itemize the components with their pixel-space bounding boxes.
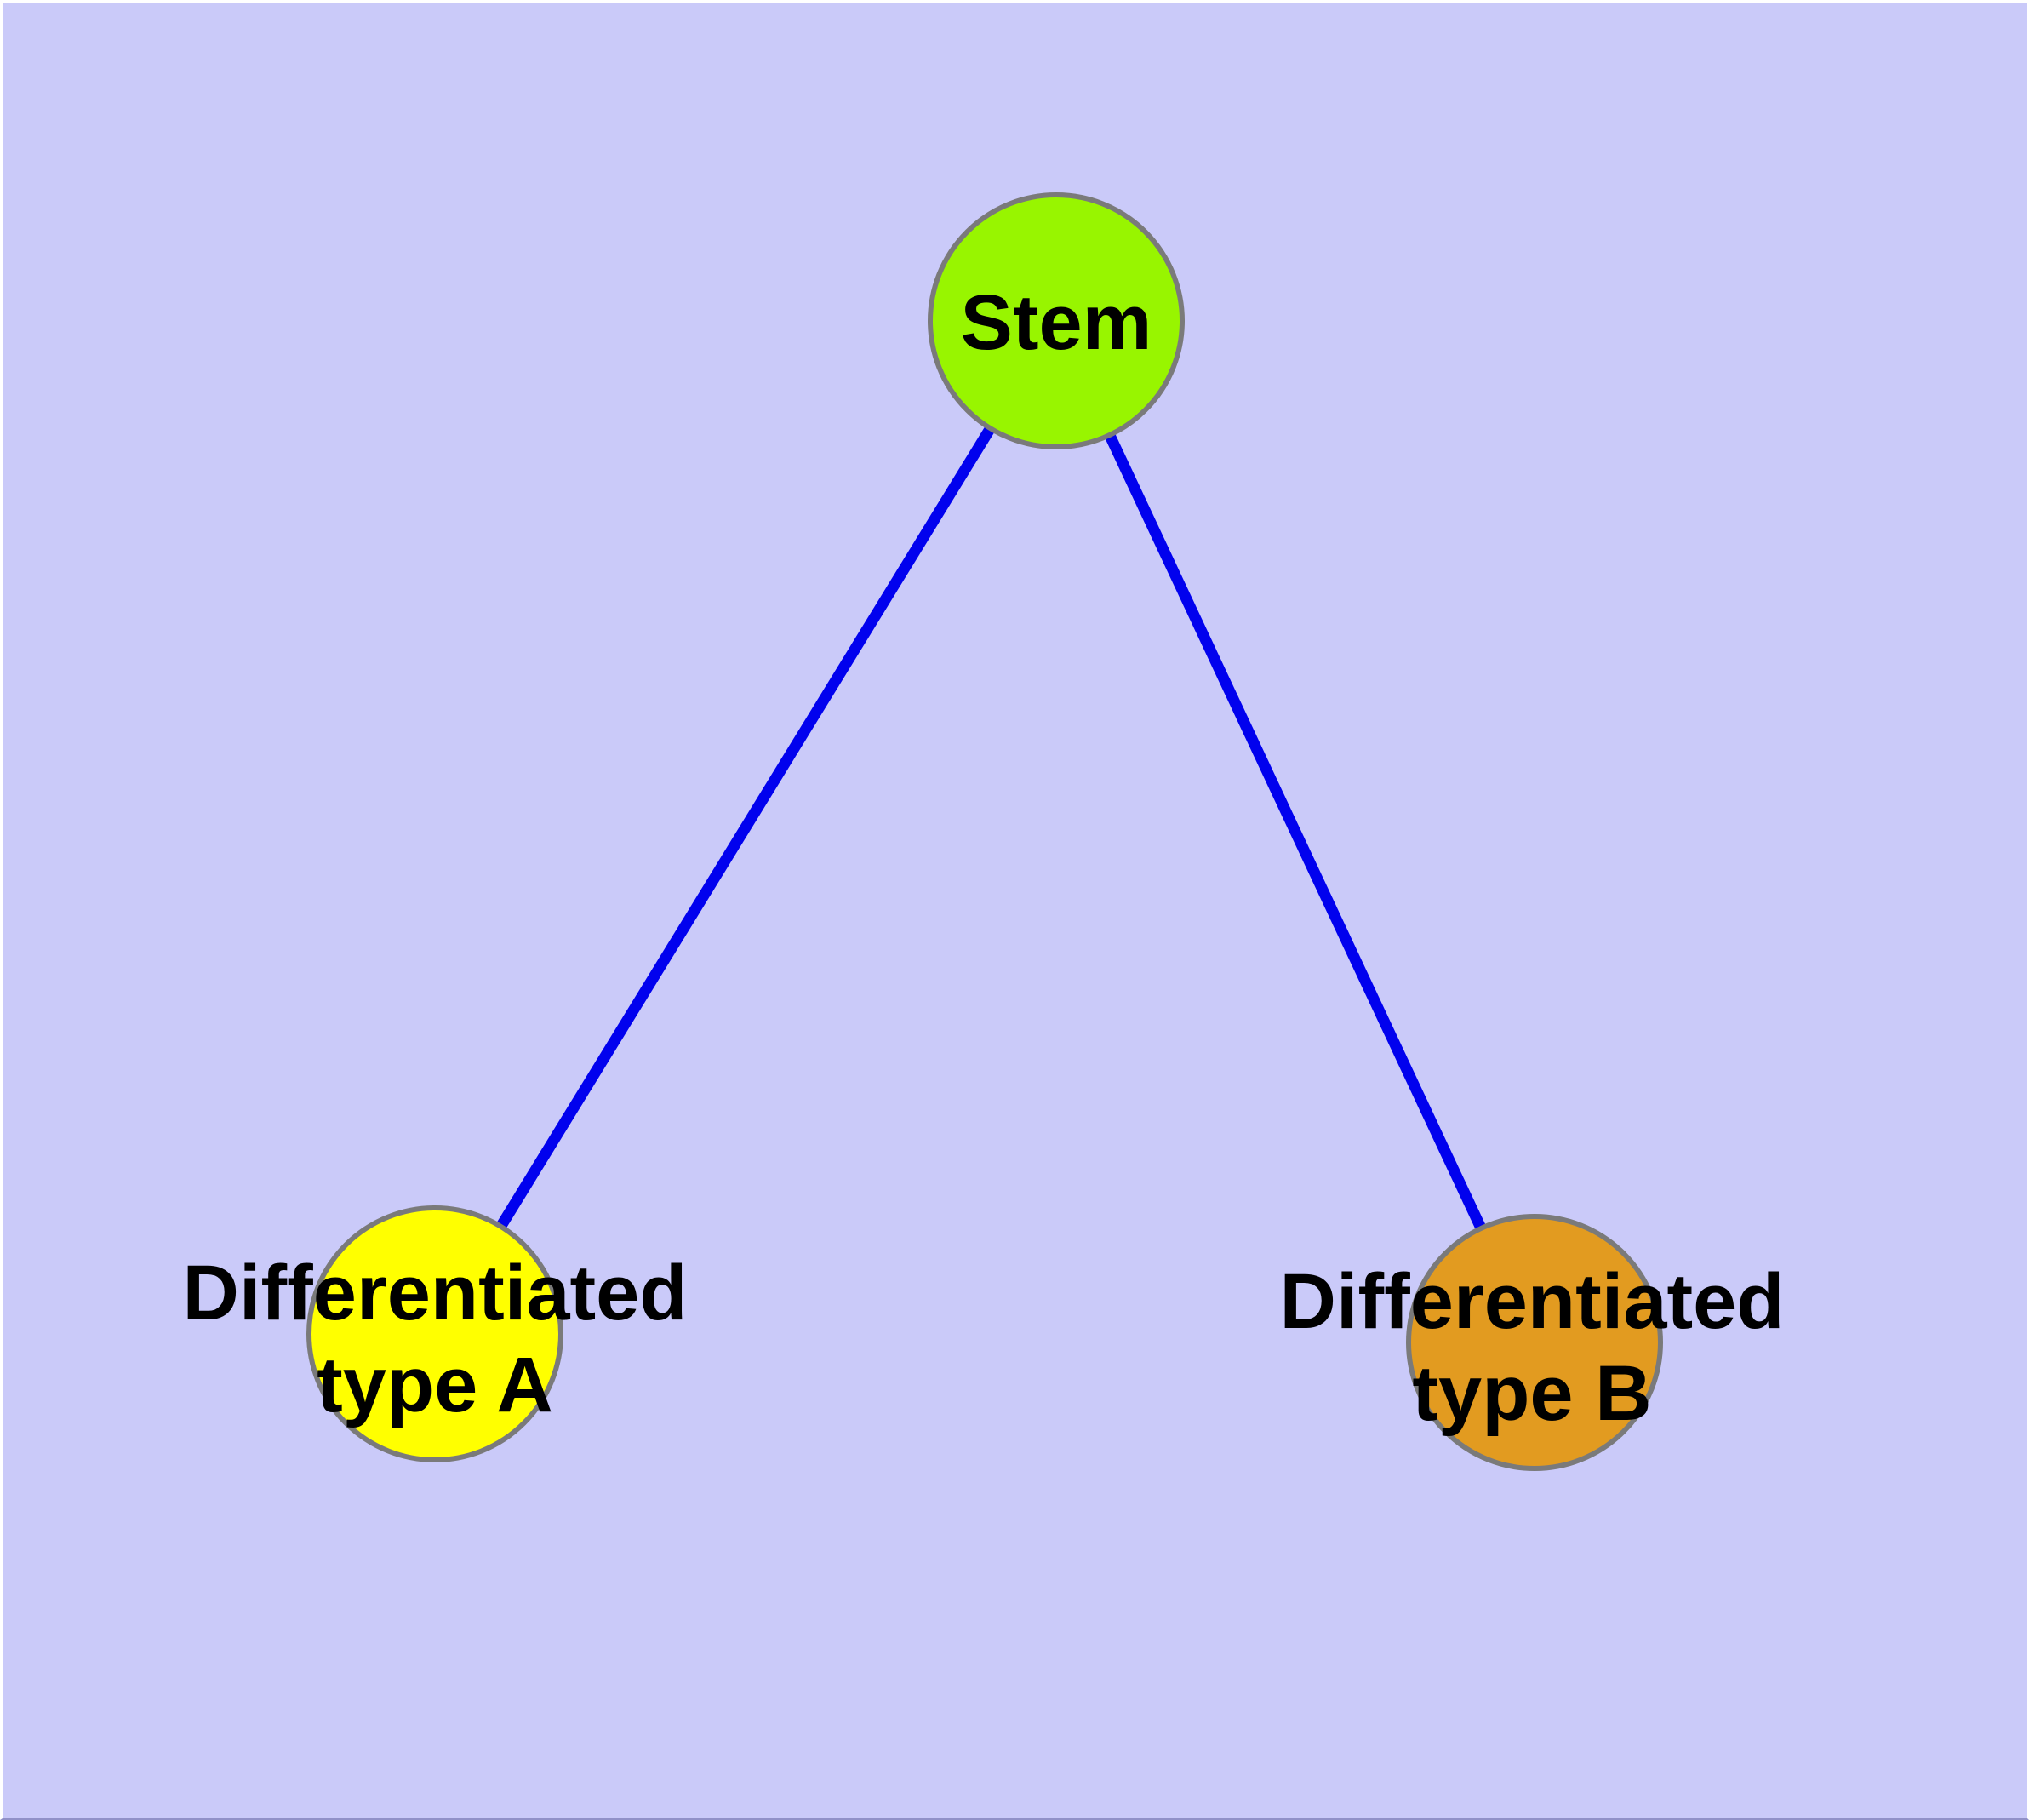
edge-stem-to-type-a [430, 318, 1061, 1337]
node-differentiated-type-b-label-line1: Differentiated [1280, 1258, 1785, 1345]
node-differentiated-type-a-label-line1: Differentiated [183, 1250, 688, 1336]
node-differentiated-type-b-label-line2: type B [1412, 1350, 1651, 1437]
node-differentiated-type-a-label-line2: type A [317, 1342, 553, 1428]
node-differentiated-type-a [306, 1205, 563, 1462]
node-differentiated-type-b [1406, 1214, 1663, 1471]
edge-stem-to-type-b [1051, 318, 1540, 1345]
node-stem [928, 192, 1185, 449]
node-stem-label: Stem [961, 279, 1152, 366]
graph-svg: Stem Differentiated type A Differentiate… [183, 192, 1785, 1471]
